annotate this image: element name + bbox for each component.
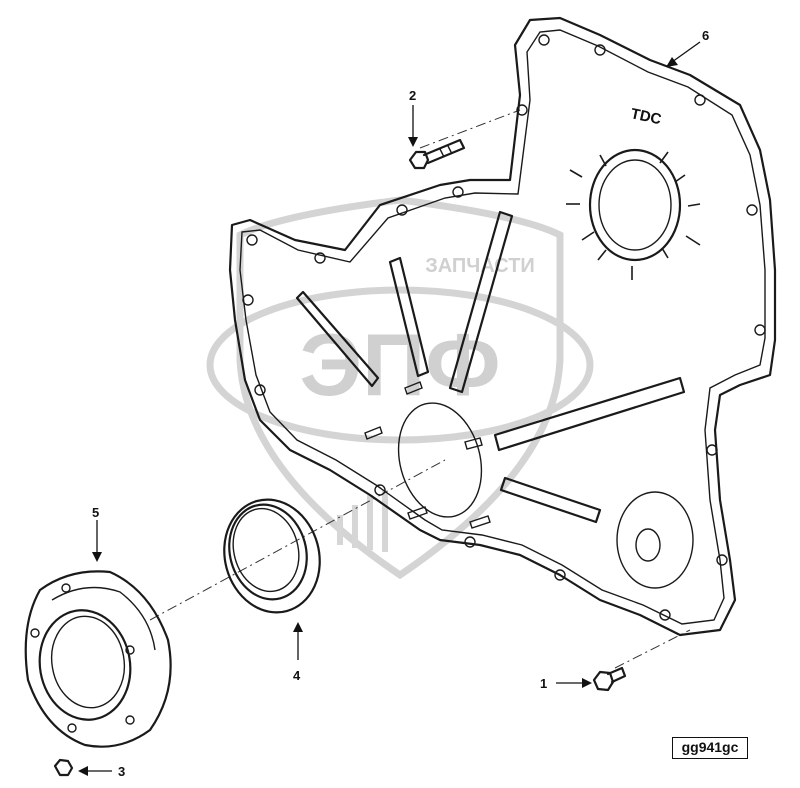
capscrew-bottom <box>592 666 627 692</box>
gear-cover-gasket-edge <box>239 29 766 625</box>
svg-text:5: 5 <box>92 505 99 520</box>
seal-adapter <box>24 570 172 748</box>
callout-4: 4 <box>293 622 303 683</box>
svg-text:6: 6 <box>702 28 709 43</box>
cover-dowels <box>364 381 491 529</box>
gear-cover-outline <box>228 16 777 637</box>
crankshaft-opening <box>397 402 483 518</box>
capscrew-top <box>408 138 466 170</box>
gear-cover: TDC <box>228 16 777 637</box>
tdc-marking: TDC <box>629 105 663 128</box>
watermark-tagline: ЗАПЧАСТИ <box>425 255 535 277</box>
front-seal <box>223 498 321 614</box>
svg-text:4: 4 <box>293 668 301 683</box>
callout-1: 1 <box>540 676 592 691</box>
svg-text:1: 1 <box>540 676 547 691</box>
drawing-reference-code: gg941gc <box>672 737 748 759</box>
watermark-ring <box>206 286 594 444</box>
accessory-cover-center <box>635 528 661 562</box>
callout-3: 3 <box>78 764 125 779</box>
watermark-bars <box>337 490 388 552</box>
assembly-center-lines <box>149 109 691 669</box>
watermark: ЭПФ ЗАПЧАСТИ <box>206 196 594 580</box>
nut-small <box>53 758 74 777</box>
callout-5: 5 <box>92 505 102 562</box>
accessory-cover-bulge <box>616 491 694 589</box>
callout-6: 6 <box>666 28 709 67</box>
cover-ribs <box>295 210 686 524</box>
adapter-bolt-holes <box>30 583 135 733</box>
watermark-shield <box>236 196 564 580</box>
svg-text:3: 3 <box>118 764 125 779</box>
tdc-seal: TDC <box>566 105 701 280</box>
svg-text:2: 2 <box>409 88 416 103</box>
cover-bolt-holes <box>242 34 766 621</box>
callout-2: 2 <box>408 88 418 147</box>
